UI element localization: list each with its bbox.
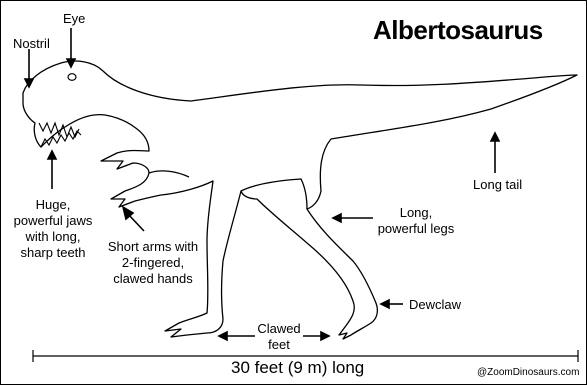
copyright-text: @ZoomDinosaurs.com [477,367,579,378]
dinosaur-outline [23,61,577,339]
length-label: 30 feet (9 m) long [231,358,364,378]
jaws-label: Huge, powerful jaws with long, sharp tee… [11,197,95,261]
feet-label: Clawed feet [253,321,305,353]
legs-label: Long, powerful legs [371,205,461,237]
arms-label: Short arms with 2-fingered, clawed hands [97,239,209,287]
eye-mark [68,74,76,81]
nostril-label: Nostril [13,36,50,52]
diagram-title: Albertosaurus [373,15,543,46]
eye-label: Eye [63,11,85,27]
dewclaw-label: Dewclaw [409,297,461,313]
tail-label: Long tail [473,177,522,193]
